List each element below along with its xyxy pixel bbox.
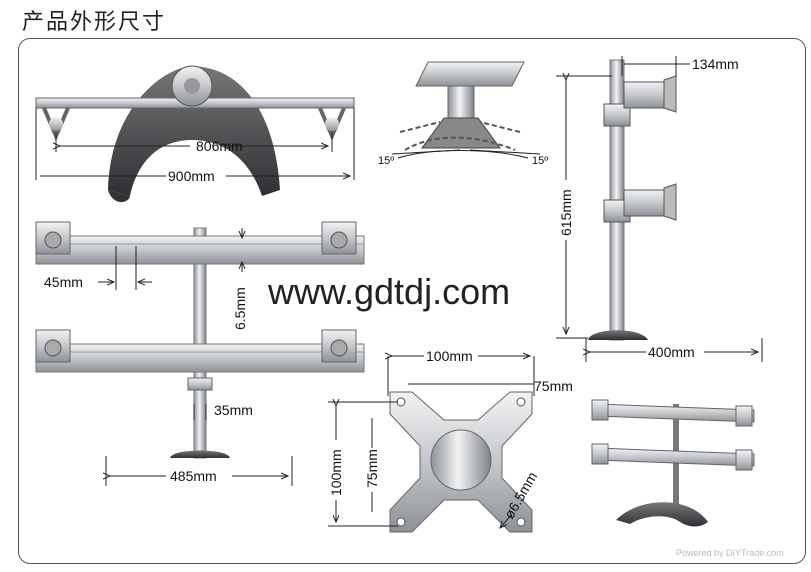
dim-35: 35mm xyxy=(214,402,253,418)
vesa-height-75: 75mm xyxy=(364,449,380,488)
perspective-view xyxy=(591,399,755,527)
vesa-plate xyxy=(389,391,533,533)
dim-806: 806mm xyxy=(196,138,243,154)
credit-text: Powered by DIYTrade.com xyxy=(676,548,784,558)
dim-615: 615mm xyxy=(558,189,574,236)
page-title: 产品外形尺寸 xyxy=(22,10,167,35)
dim-134: 134mm xyxy=(692,56,739,72)
diagram-frame xyxy=(18,38,806,564)
dim-lines-vesa xyxy=(328,356,535,528)
dim-lines-front xyxy=(98,228,293,486)
front-view-stand xyxy=(35,221,365,459)
tilt-view xyxy=(391,61,541,159)
dim-400: 400mm xyxy=(648,344,695,360)
dim-lines-top xyxy=(35,108,355,180)
vesa-width-100: 100mm xyxy=(426,348,473,364)
side-view-stand xyxy=(588,59,677,341)
vesa-height-100: 100mm xyxy=(328,449,344,496)
dim-6-5: 6.5mm xyxy=(232,287,248,330)
dim-900: 900mm xyxy=(168,168,215,184)
dim-lines-side xyxy=(556,56,763,362)
angle-right: 15º xyxy=(532,155,548,167)
dim-485: 485mm xyxy=(170,468,217,484)
angle-left: 15º xyxy=(378,155,394,167)
vesa-width-75: 75mm xyxy=(534,378,573,394)
watermark-text: www.gdtdj.com xyxy=(267,271,510,312)
dim-45: 45mm xyxy=(44,274,83,290)
